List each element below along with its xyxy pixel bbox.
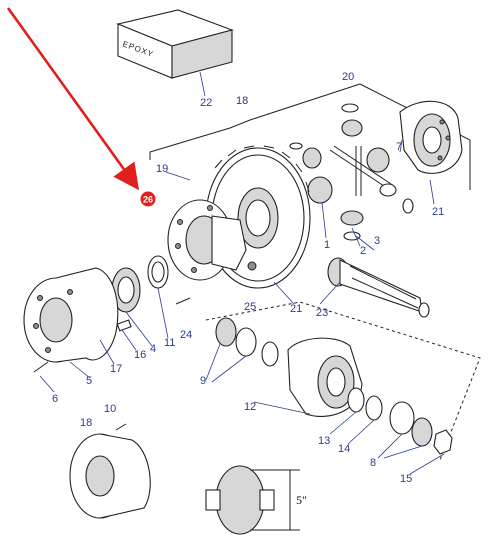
callout-13: 13 (318, 435, 330, 447)
lower-flange-18 (69, 423, 151, 519)
callout-10: 10 (104, 403, 116, 415)
callout-1: 1 (324, 239, 330, 251)
callout-24: 24 (180, 329, 192, 341)
callout-4: 4 (150, 343, 156, 355)
callout-23: 23 (316, 307, 328, 319)
svg-text:26: 26 (143, 195, 153, 205)
red-pointer-arrow (6, 7, 140, 191)
pinion-bearings-9 (215, 317, 279, 367)
callout-3: 3 (374, 235, 380, 247)
callout-2: 2 (360, 245, 366, 257)
callout-18: 18 (236, 95, 248, 107)
pinion-housing (287, 337, 363, 417)
callout-21b: 21 (290, 303, 302, 315)
pinion-shaft (247, 257, 430, 318)
flange-carrier (167, 199, 247, 281)
epoxy-box: EPOXY (116, 9, 234, 79)
callout-numbers: 22 20 18 19 7 21 1 2 3 21 25 23 24 4 11 … (52, 71, 444, 485)
callout-5: 5 (86, 375, 92, 387)
seal-ring (147, 255, 169, 289)
diff-case-half (399, 100, 463, 174)
callout-16: 16 (134, 349, 146, 361)
callout-9: 9 (200, 375, 206, 387)
callout-19: 19 (156, 163, 168, 175)
bearings-8-nut-15 (389, 401, 453, 455)
callout-21a: 21 (432, 206, 444, 218)
callout-8: 8 (370, 457, 376, 469)
callout-17: 17 (110, 363, 122, 375)
ring-gear (205, 145, 311, 289)
callout-6: 6 (52, 393, 58, 405)
callout-11: 11 (164, 337, 175, 349)
output-flange (23, 267, 119, 363)
bearing-4 (111, 267, 141, 313)
small-hardware (33, 297, 191, 373)
callout-18b: 18 (80, 417, 92, 429)
leader-lines (39, 139, 445, 475)
callout-20: 20 (342, 71, 354, 83)
callout-15: 15 (400, 473, 412, 485)
callout-22: 22 (200, 97, 212, 109)
spider-gear-cluster (289, 103, 414, 241)
callout-14: 14 (338, 443, 350, 455)
callout-25: 25 (244, 301, 256, 313)
callout-7: 7 (396, 141, 402, 153)
dimension-label: 5" (296, 493, 307, 507)
case-assembly-dimension: 5" (205, 465, 307, 535)
callout-12: 12 (244, 401, 256, 413)
callout-badge-26: 26 (140, 191, 156, 207)
assembly-bracket (149, 83, 471, 190)
shims-13-14 (347, 387, 383, 421)
